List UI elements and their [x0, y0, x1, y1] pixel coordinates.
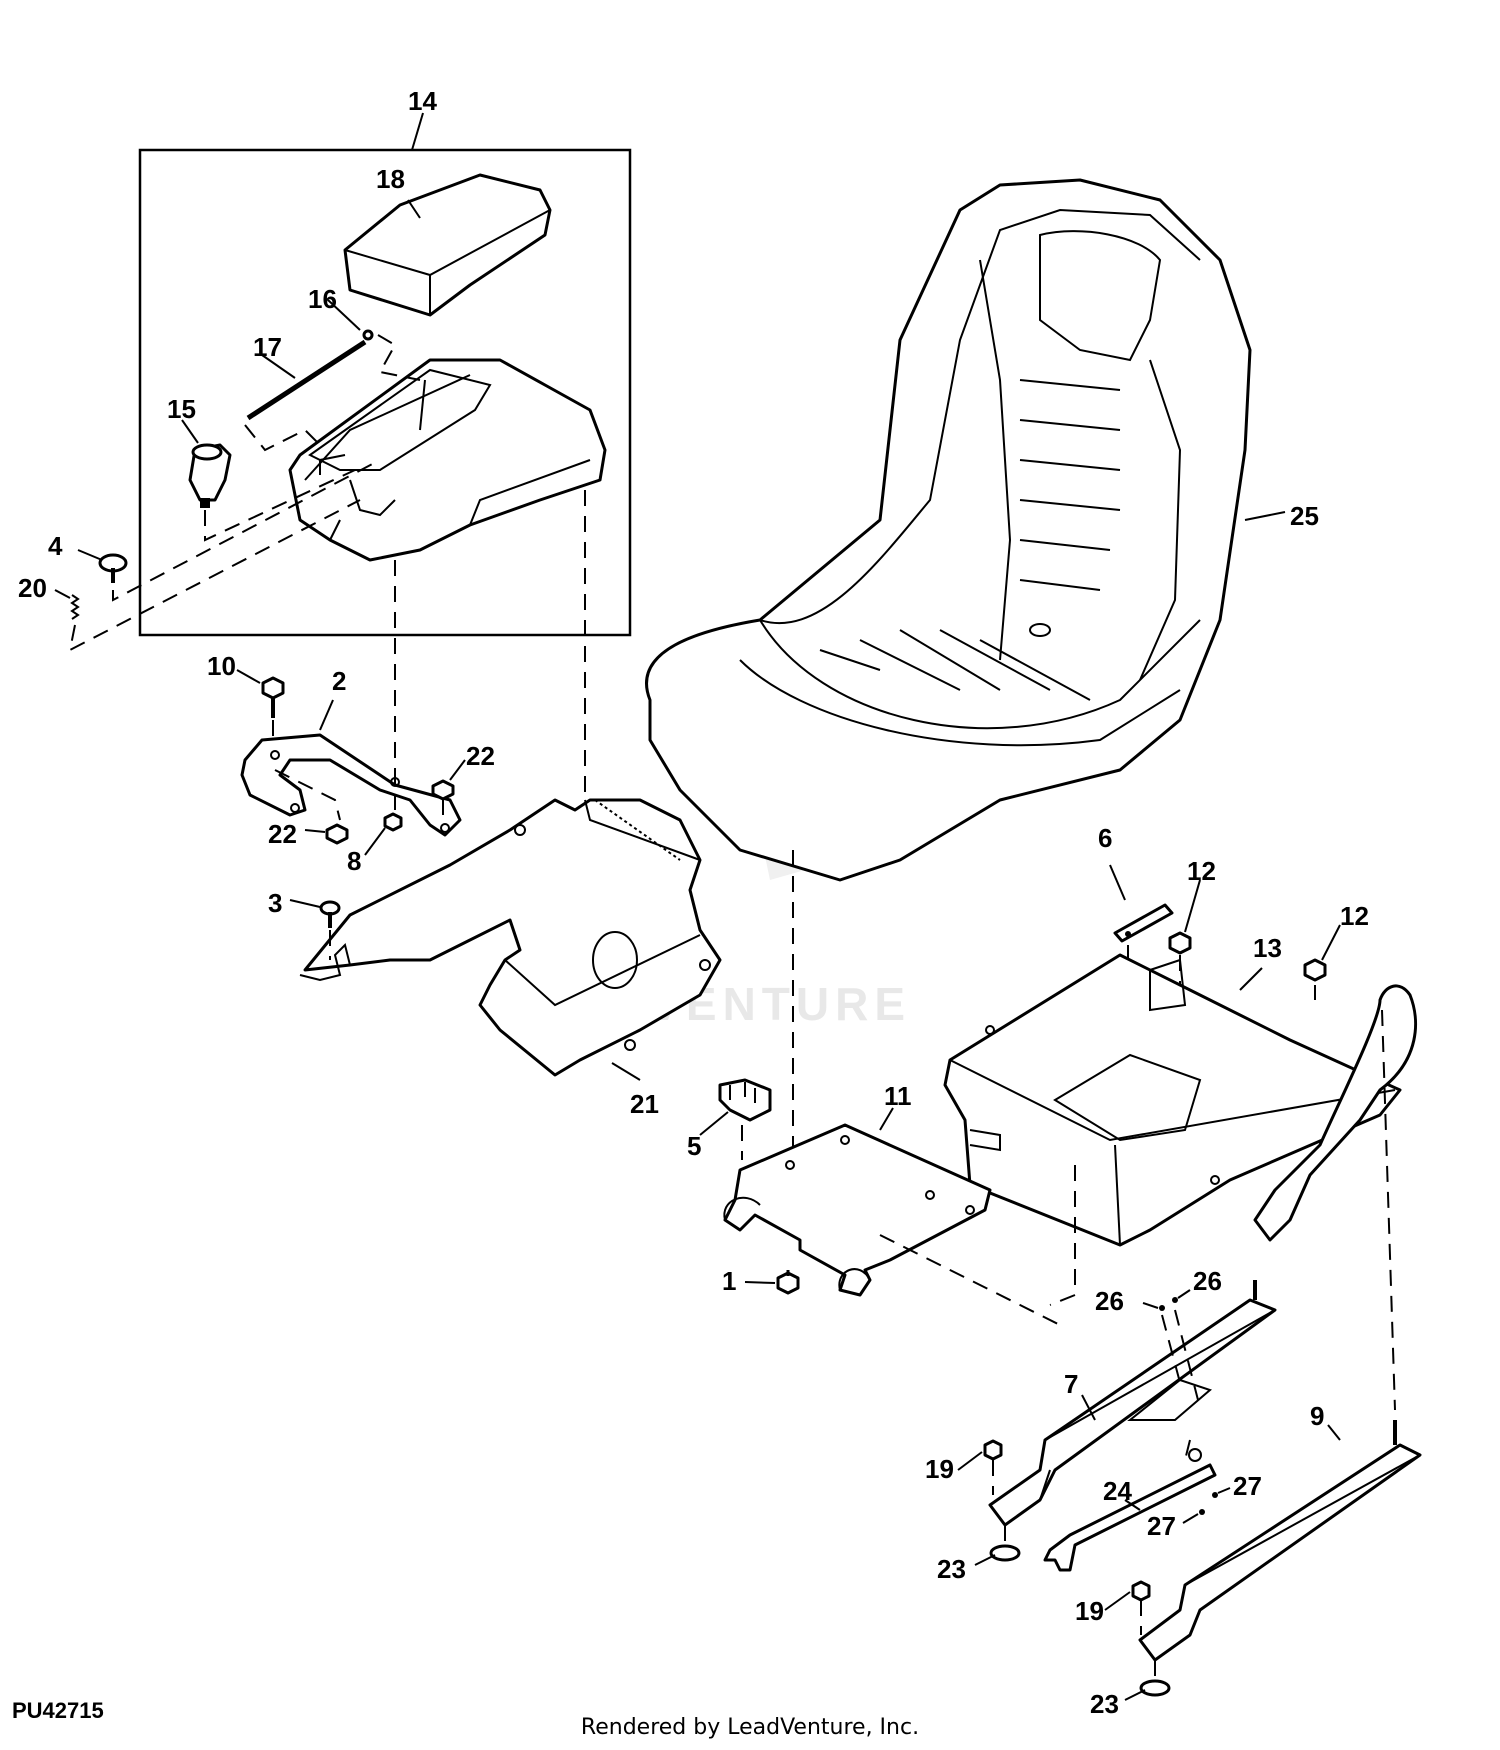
- screw: [70, 594, 80, 620]
- nut-left: [325, 823, 349, 845]
- seat-rail-right: [1138, 1420, 1422, 1662]
- nut-right: [431, 779, 455, 801]
- callout-19-upper: 19: [925, 1454, 954, 1484]
- callout-18: 18: [376, 164, 405, 194]
- callout-26-right: 26: [1193, 1266, 1222, 1296]
- seat: [645, 178, 1252, 882]
- shield-screw: [319, 900, 341, 928]
- callout-7: 7: [1064, 1369, 1078, 1399]
- callout-12-right: 12: [1340, 901, 1369, 931]
- rail-bolt-lower: [1131, 1580, 1151, 1602]
- bolt: [98, 553, 128, 583]
- seat-shield: [299, 798, 722, 1077]
- callout-2: 2: [332, 666, 346, 696]
- callout-4: 4: [48, 531, 63, 561]
- callout-23-lower: 23: [1090, 1689, 1119, 1719]
- callout-26-left: 26: [1095, 1286, 1124, 1316]
- callout-22-left: 22: [268, 819, 297, 849]
- callout-19-lower: 19: [1075, 1596, 1104, 1626]
- callout-labels: 14 18 16 17 15 4 20 10 2 22 22 8 3 21 25…: [18, 86, 1369, 1719]
- power-outlet: [188, 443, 232, 508]
- callout-9: 9: [1310, 1401, 1324, 1431]
- callout-3: 3: [268, 888, 282, 918]
- nut-center: [383, 812, 403, 832]
- callout-27-left: 27: [1147, 1511, 1176, 1541]
- pin-27a: [1212, 1492, 1218, 1498]
- document-id: PU42715: [12, 1698, 104, 1723]
- callout-1: 1: [722, 1266, 736, 1296]
- seat-rail-left: [988, 1280, 1277, 1527]
- callout-11: 11: [884, 1081, 912, 1111]
- callout-10: 10: [207, 651, 236, 681]
- callout-12-top: 12: [1187, 856, 1216, 886]
- nut-12a: [1168, 931, 1192, 955]
- mounting-plate: [723, 1123, 992, 1297]
- callout-5: 5: [687, 1131, 701, 1161]
- callout-13: 13: [1253, 933, 1282, 963]
- callout-23-upper: 23: [937, 1554, 966, 1584]
- washer-upper: [989, 1544, 1021, 1562]
- callout-15: 15: [167, 394, 196, 424]
- clip: [362, 329, 374, 341]
- pin-27b: [1199, 1509, 1205, 1515]
- seat-pan: [943, 953, 1417, 1247]
- render-credit: Rendered by LeadVenture, Inc.: [580, 1715, 920, 1740]
- callout-6: 6: [1098, 823, 1112, 853]
- callout-16: 16: [308, 284, 337, 314]
- armrest-kit-box: [138, 148, 632, 637]
- plate-bolt: [776, 1270, 800, 1295]
- nut-12b: [1303, 958, 1327, 982]
- callout-27-right: 27: [1233, 1471, 1262, 1501]
- callout-22-right: 22: [466, 741, 495, 771]
- armrest-pad: [343, 173, 552, 317]
- callout-14: 14: [408, 86, 437, 116]
- armrest-bracket: [240, 733, 462, 837]
- pin: [246, 339, 367, 421]
- adjuster-lever: [1043, 1448, 1217, 1572]
- callout-24: 24: [1103, 1476, 1132, 1506]
- bracket-bolt: [261, 676, 285, 718]
- callout-20: 20: [18, 573, 47, 603]
- callout-17: 17: [253, 332, 282, 362]
- pin-26a: [1159, 1305, 1165, 1311]
- callout-21: 21: [630, 1089, 659, 1119]
- washer-lower: [1139, 1679, 1171, 1697]
- armrest-base: [288, 358, 607, 562]
- plug: [718, 1078, 772, 1122]
- pin-26b: [1172, 1297, 1178, 1303]
- rail-bolt-upper: [983, 1439, 1003, 1461]
- callout-8: 8: [347, 846, 361, 876]
- callout-25: 25: [1290, 501, 1319, 531]
- strap: [1113, 903, 1174, 943]
